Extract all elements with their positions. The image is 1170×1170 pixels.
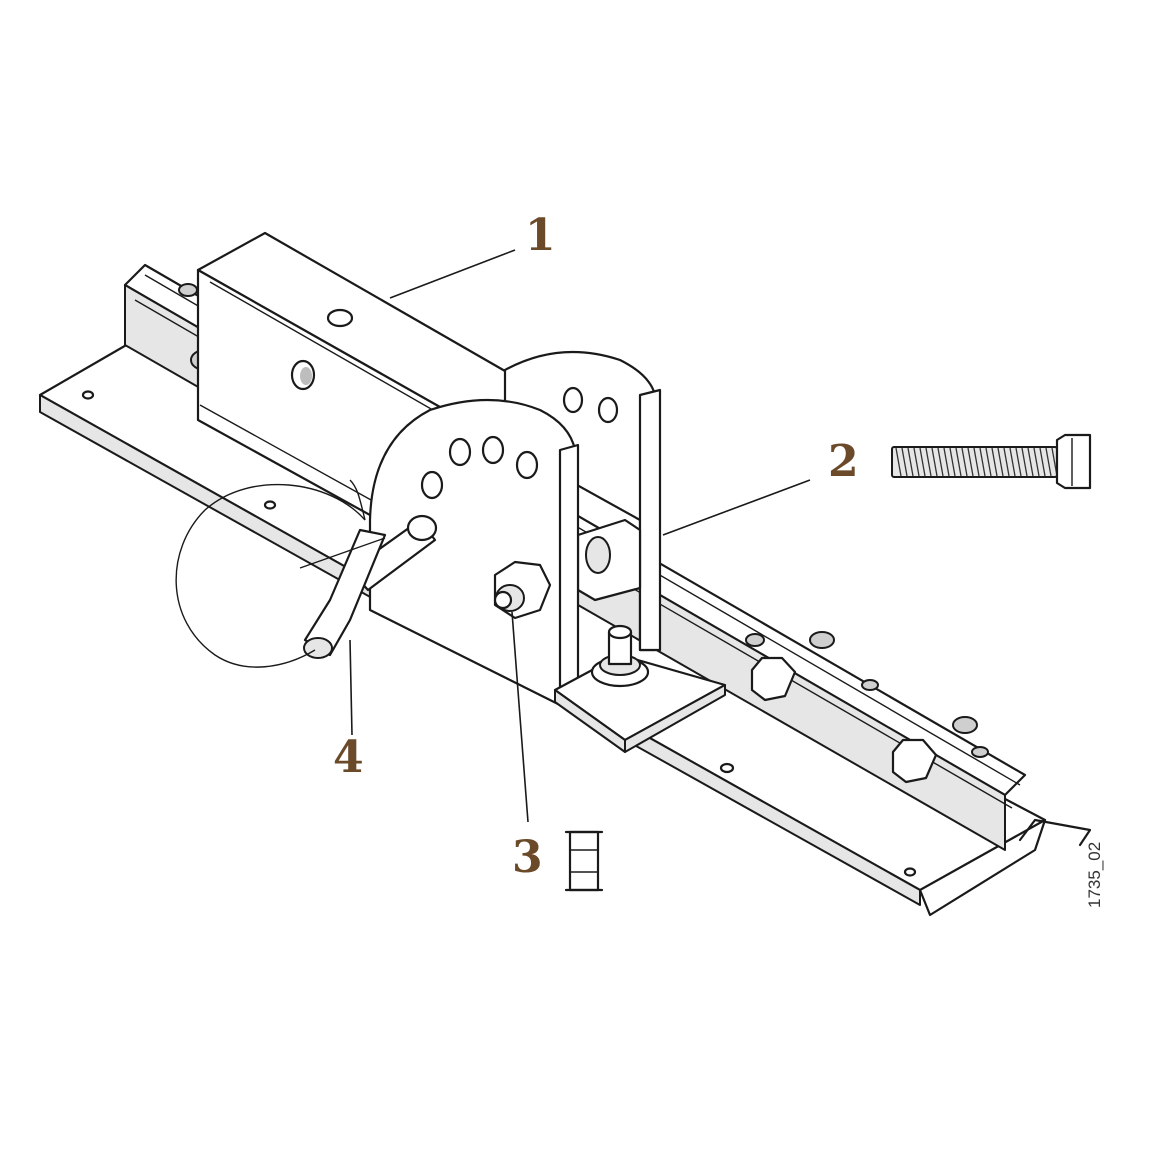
- bolt-part-2: [891, 433, 1092, 490]
- bolt-thread-line: [991, 447, 998, 477]
- bolt-thread-line: [913, 447, 920, 477]
- callout-2: 2: [828, 436, 859, 487]
- bolt-thread-line: [967, 447, 974, 477]
- bolt-thread-line: [949, 447, 956, 477]
- bolt-thread-line: [1039, 447, 1046, 477]
- bolt-thread-line: [1003, 447, 1010, 477]
- leader-2: [662, 479, 811, 536]
- bolt-thread-line: [901, 447, 908, 477]
- bolt-thread-line: [907, 447, 914, 477]
- bolt-thread-line: [1033, 447, 1040, 477]
- bolt-thread-line: [895, 447, 902, 477]
- bolt-thread-line: [919, 447, 926, 477]
- bolt-thread-line: [1021, 447, 1028, 477]
- bolt-thread-line: [937, 447, 944, 477]
- callout-1: 1: [525, 210, 556, 261]
- bolt-thread-line: [1009, 447, 1016, 477]
- bolt-thread-line: [973, 447, 980, 477]
- bolt-thread-line: [985, 447, 992, 477]
- crank-rotation-path-upper: [349, 479, 366, 521]
- nut-part-3: [564, 830, 604, 892]
- bolt-thread-line: [1045, 447, 1052, 477]
- figure-code: 1735_02: [1085, 842, 1104, 908]
- bolt-thread-line: [979, 447, 986, 477]
- callout-4: 4: [333, 732, 364, 783]
- rail-hex-bolts: [750, 656, 938, 784]
- leader-3: [511, 611, 529, 823]
- bolt-thread-line: [997, 447, 1004, 477]
- bolt-thread-line: [931, 447, 938, 477]
- bolt-thread-line: [925, 447, 932, 477]
- crank-rotation-path: [175, 483, 366, 668]
- bolt-thread-line: [961, 447, 968, 477]
- stud-bolt: [590, 624, 650, 688]
- bolt-thread-line: [943, 447, 950, 477]
- bolt-thread-line: [955, 447, 962, 477]
- leader-1: [389, 249, 516, 299]
- leader-4: [349, 639, 353, 736]
- front-bracket-plate: [368, 398, 580, 707]
- callout-3: 3: [512, 832, 543, 883]
- bolt-thread-line: [1027, 447, 1034, 477]
- bolt-thread-line: [1015, 447, 1022, 477]
